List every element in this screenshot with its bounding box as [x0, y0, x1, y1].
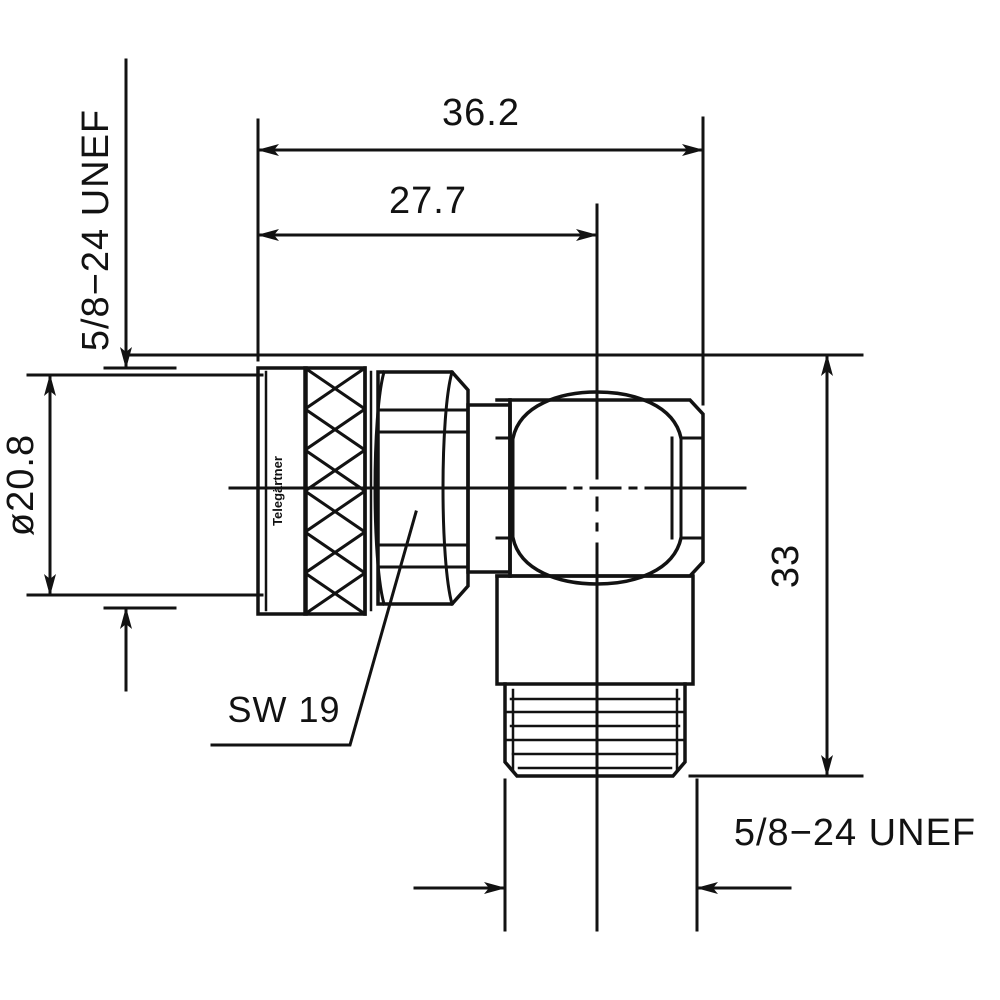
extension-lines	[26, 116, 864, 932]
vertical-stem	[495, 574, 695, 686]
wrench-size-label: SW 19	[227, 689, 340, 730]
brand-label: Telegärtner	[270, 456, 285, 526]
dimension-label-diameter: ø20.8	[0, 434, 42, 536]
hex-nut-sw19	[373, 370, 470, 606]
dimension-label-height: 33	[765, 544, 807, 588]
dimension-label-overall-length: 36.2	[442, 92, 520, 134]
knurled-grip-section	[303, 366, 373, 616]
dimension-lines	[44, 58, 833, 894]
threaded-bottom-section	[503, 682, 687, 778]
sw19-leader	[210, 510, 418, 747]
dimension-label-partial-length: 27.7	[389, 180, 467, 222]
thread-label-left: 5/8−24 UNEF	[75, 109, 117, 351]
thread-label-bottom-right: 5/8−24 UNEF	[734, 812, 976, 854]
